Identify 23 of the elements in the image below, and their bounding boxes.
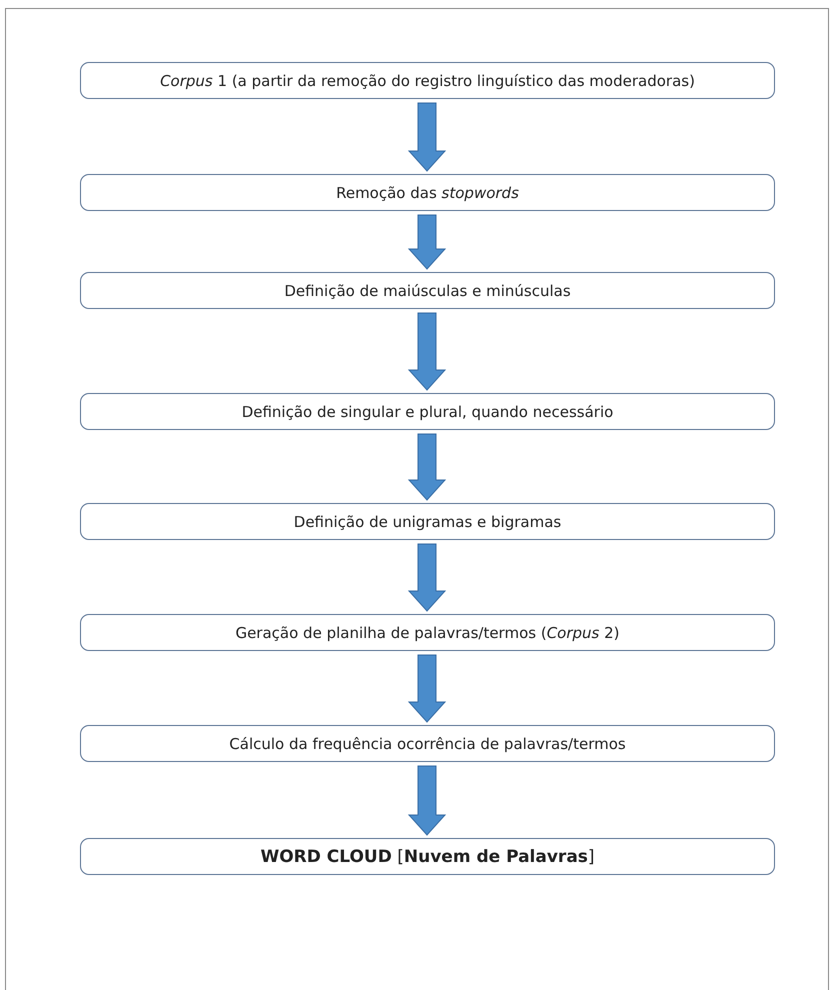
step-text: Geração de planilha de palavras/termos (Corpus 2) <box>235 624 620 642</box>
block-arrow <box>408 434 446 501</box>
block-arrow <box>408 214 446 270</box>
step-text: WORD CLOUD [Nuvem de Palavras] <box>260 846 595 866</box>
process-box <box>80 614 775 651</box>
step-text: Remoção das stopwords <box>336 184 519 202</box>
block-arrow <box>408 102 446 172</box>
process-box <box>80 272 775 309</box>
block-arrow <box>408 766 446 836</box>
step-text: Definição de maiúsculas e minúsculas <box>284 282 571 300</box>
step-text: Corpus 1 (a partir da remoção do registro linguístico das moderadoras) <box>160 72 695 90</box>
block-arrow <box>408 654 446 723</box>
step-text: Definição de unigramas e bigramas <box>294 512 562 530</box>
process-box <box>80 503 775 540</box>
process-box <box>80 393 775 430</box>
step-text: Definição de singular e plural, quando necessário <box>242 402 614 420</box>
step-text: Cálculo da frequência ocorrência de palavras/termos <box>229 734 626 752</box>
block-arrow <box>408 312 446 391</box>
process-box <box>80 174 775 211</box>
block-arrow <box>408 544 446 612</box>
process-box <box>80 62 775 99</box>
process-box <box>80 725 775 762</box>
process-box <box>80 838 775 875</box>
